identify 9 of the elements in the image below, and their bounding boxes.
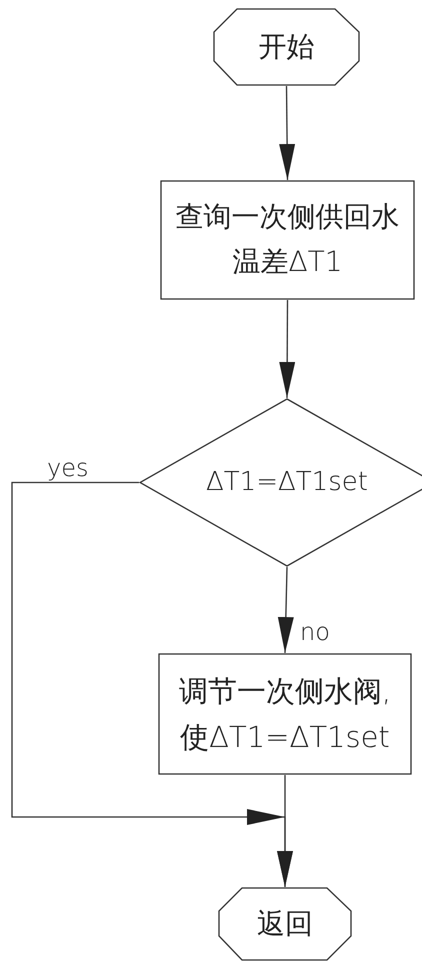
- process-box: 查询一次侧供回水温差ΔT1: [160, 180, 415, 300]
- arrow: [279, 86, 296, 180]
- process-box: 调节一次侧水阀,使ΔT1=ΔT1set: [158, 653, 412, 775]
- decision-diamond: ΔT1=ΔT1set: [139, 398, 422, 567]
- arrow: [279, 300, 296, 398]
- end-terminal: 返回: [218, 887, 352, 961]
- start-terminal: 开始: [213, 8, 360, 86]
- arrow: [11, 482, 293, 887]
- arrow: [278, 566, 294, 654]
